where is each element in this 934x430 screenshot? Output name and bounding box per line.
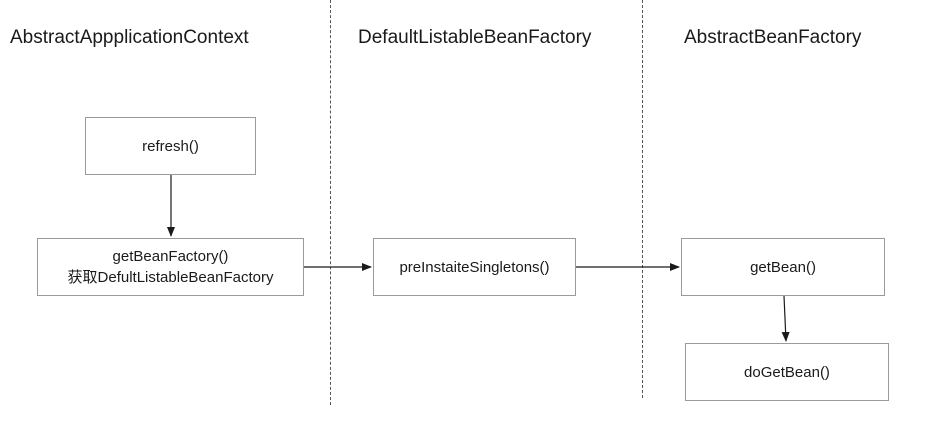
- node-pre-instantiate-singletons-label: preInstaiteSingletons(): [399, 258, 550, 276]
- node-do-get-bean-label: doGetBean(): [744, 363, 830, 381]
- lane-divider-1: [330, 0, 331, 405]
- node-get-bean-label: getBean(): [750, 258, 816, 276]
- node-pre-instantiate-singletons: preInstaiteSingletons(): [373, 238, 576, 296]
- node-get-bean-factory-label: getBeanFactory(): [112, 248, 229, 265]
- lane-title-abstract-bean-factory: AbstractBeanFactory: [684, 27, 862, 48]
- node-do-get-bean: doGetBean(): [685, 343, 889, 401]
- node-get-bean-factory-sublabel: 获取DefultListableBeanFactory: [67, 269, 274, 286]
- arrow-getbean-to-dogetbean: [781, 295, 790, 342]
- node-refresh-label: refresh(): [142, 137, 199, 155]
- node-refresh: refresh(): [85, 117, 256, 175]
- lane-divider-2: [642, 0, 643, 398]
- node-get-bean-factory: getBeanFactory() 获取DefultListableBeanFac…: [37, 238, 304, 296]
- node-get-bean: getBean(): [681, 238, 885, 296]
- lane-title-default-listable-bean-factory: DefaultListableBeanFactory: [358, 27, 592, 48]
- lane-title-abstract-application-context: AbstractAppplicationContext: [10, 27, 249, 48]
